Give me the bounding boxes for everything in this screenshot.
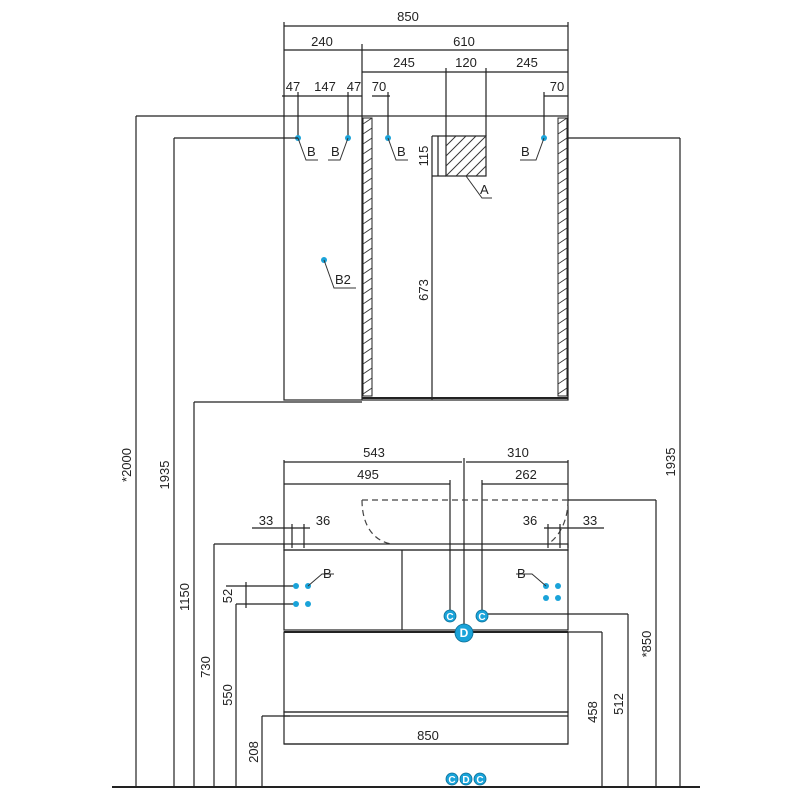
- left-height-lines: *2000 1935 1150 730 550 208 52: [119, 115, 362, 787]
- dim-512: 512: [611, 693, 626, 715]
- dim-36-right: 36: [523, 513, 537, 528]
- dim-120: 120: [455, 55, 477, 70]
- dim-240: 240: [311, 34, 333, 49]
- label-D: D: [462, 775, 469, 786]
- label-D: D: [460, 626, 469, 640]
- lower-markers: B B C C D C D C: [293, 566, 561, 786]
- right-height-lines: 1935: [568, 137, 681, 787]
- left-hatched-side: [362, 117, 373, 397]
- dim-33-right: 33: [583, 513, 597, 528]
- label-B: B: [397, 144, 406, 159]
- dim-1935-right: 1935: [663, 448, 678, 477]
- label-B: B: [331, 144, 340, 159]
- dim-458: 458: [585, 701, 600, 723]
- dim-850-top: 850: [397, 9, 419, 24]
- dim-1935-left: 1935: [157, 461, 172, 490]
- label-B: B: [521, 144, 530, 159]
- countertop: [283, 543, 569, 551]
- dim-147: 147: [314, 79, 336, 94]
- label-C: C: [448, 775, 455, 786]
- right-hatched-side: [557, 117, 568, 397]
- dim-610: 610: [453, 34, 475, 49]
- dim-730: 730: [198, 656, 213, 678]
- top-drawer-section: [283, 549, 569, 631]
- legend-marker-C: [445, 772, 459, 786]
- marker-dot: [293, 583, 299, 589]
- dim-850-height: *850: [639, 631, 654, 658]
- dim-47-b: 47: [347, 79, 361, 94]
- label-B: B: [307, 144, 316, 159]
- dim-495: 495: [357, 467, 379, 482]
- upper-cabinet-outline: [283, 115, 569, 401]
- dim-36-left: 36: [316, 513, 330, 528]
- dim-52: 52: [220, 589, 235, 603]
- basin-dashed-right: [547, 499, 569, 545]
- dim-550: 550: [220, 684, 235, 706]
- dim-1150: 1150: [177, 583, 192, 611]
- marker-dot: [555, 583, 561, 589]
- dim-70-left: 70: [372, 79, 386, 94]
- dim-245-a: 245: [393, 55, 415, 70]
- marker-dot: [305, 601, 311, 607]
- dim-262: 262: [515, 467, 537, 482]
- marker-D: [454, 623, 474, 643]
- left-hatch-lines: [362, 117, 373, 395]
- marker-dot: [293, 601, 299, 607]
- label-C: C: [478, 612, 485, 623]
- top-dimensions: 850 240 610 245 120 245 47 147 47 70 70 …: [282, 9, 569, 301]
- label-C: C: [446, 612, 453, 623]
- bottom-drawer: [283, 631, 569, 713]
- marker-C: [443, 609, 457, 623]
- dim-47-a: 47: [286, 79, 300, 94]
- dim-543: 543: [363, 445, 385, 460]
- dim-70-right: 70: [550, 79, 564, 94]
- vanity-unit: 543 310 495 262 33 36 36 33 850: [252, 445, 604, 745]
- dim-850-bottom: 850: [417, 728, 439, 743]
- marker-dot: [555, 595, 561, 601]
- dim-115: 115: [416, 146, 431, 167]
- dim-673: 673: [416, 279, 431, 301]
- basin-dashed-outline: [361, 499, 568, 545]
- label-A: A: [480, 182, 489, 197]
- socket-A-hatch: [445, 135, 487, 177]
- dim-208: 208: [246, 741, 261, 763]
- legend-marker-C: [473, 772, 487, 786]
- marker-C: [475, 609, 489, 623]
- upper-markers: B B B B B2 A: [295, 135, 547, 289]
- label-B2: B2: [335, 272, 351, 287]
- marker-dot: [543, 595, 549, 601]
- upper-cabinet: [283, 115, 569, 401]
- label-C: C: [476, 775, 483, 786]
- right-hatch-lines: [557, 117, 568, 395]
- vanity-right-heights: *850 512 458: [464, 499, 657, 787]
- legend-marker-D: [459, 772, 473, 786]
- dim-2000: *2000: [119, 448, 134, 482]
- dim-245-b: 245: [516, 55, 538, 70]
- dim-33-left: 33: [259, 513, 273, 528]
- dim-310: 310: [507, 445, 529, 460]
- label-B: B: [517, 566, 526, 581]
- label-B: B: [323, 566, 332, 581]
